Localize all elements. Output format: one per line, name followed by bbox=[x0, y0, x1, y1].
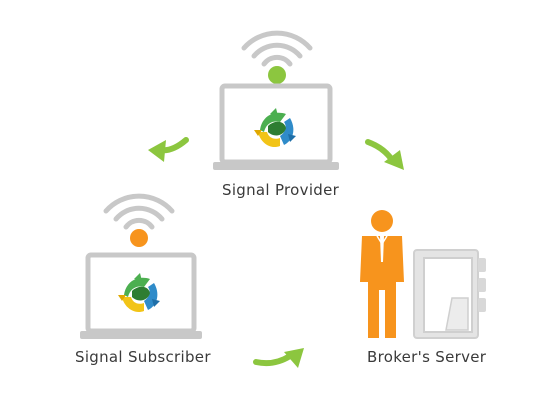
subscriber-signal-dot bbox=[130, 229, 148, 247]
subscriber-laptop-icon bbox=[80, 252, 202, 339]
arrow-provider-to-subscriber-icon bbox=[148, 137, 189, 162]
provider-label: Signal Provider bbox=[222, 181, 340, 199]
provider-wifi-icon bbox=[241, 30, 313, 84]
broker-server-icon bbox=[413, 249, 486, 339]
provider-laptop-icon bbox=[213, 83, 339, 170]
broker-label: Broker's Server bbox=[367, 348, 487, 366]
subscriber-wifi-icon bbox=[103, 193, 175, 247]
arrow-provider-to-broker-icon bbox=[365, 139, 404, 170]
arrow-subscriber-to-broker-icon bbox=[253, 348, 304, 368]
broker-person-icon bbox=[360, 210, 404, 338]
subscriber-label: Signal Subscriber bbox=[75, 348, 211, 366]
provider-signal-dot bbox=[268, 66, 286, 84]
